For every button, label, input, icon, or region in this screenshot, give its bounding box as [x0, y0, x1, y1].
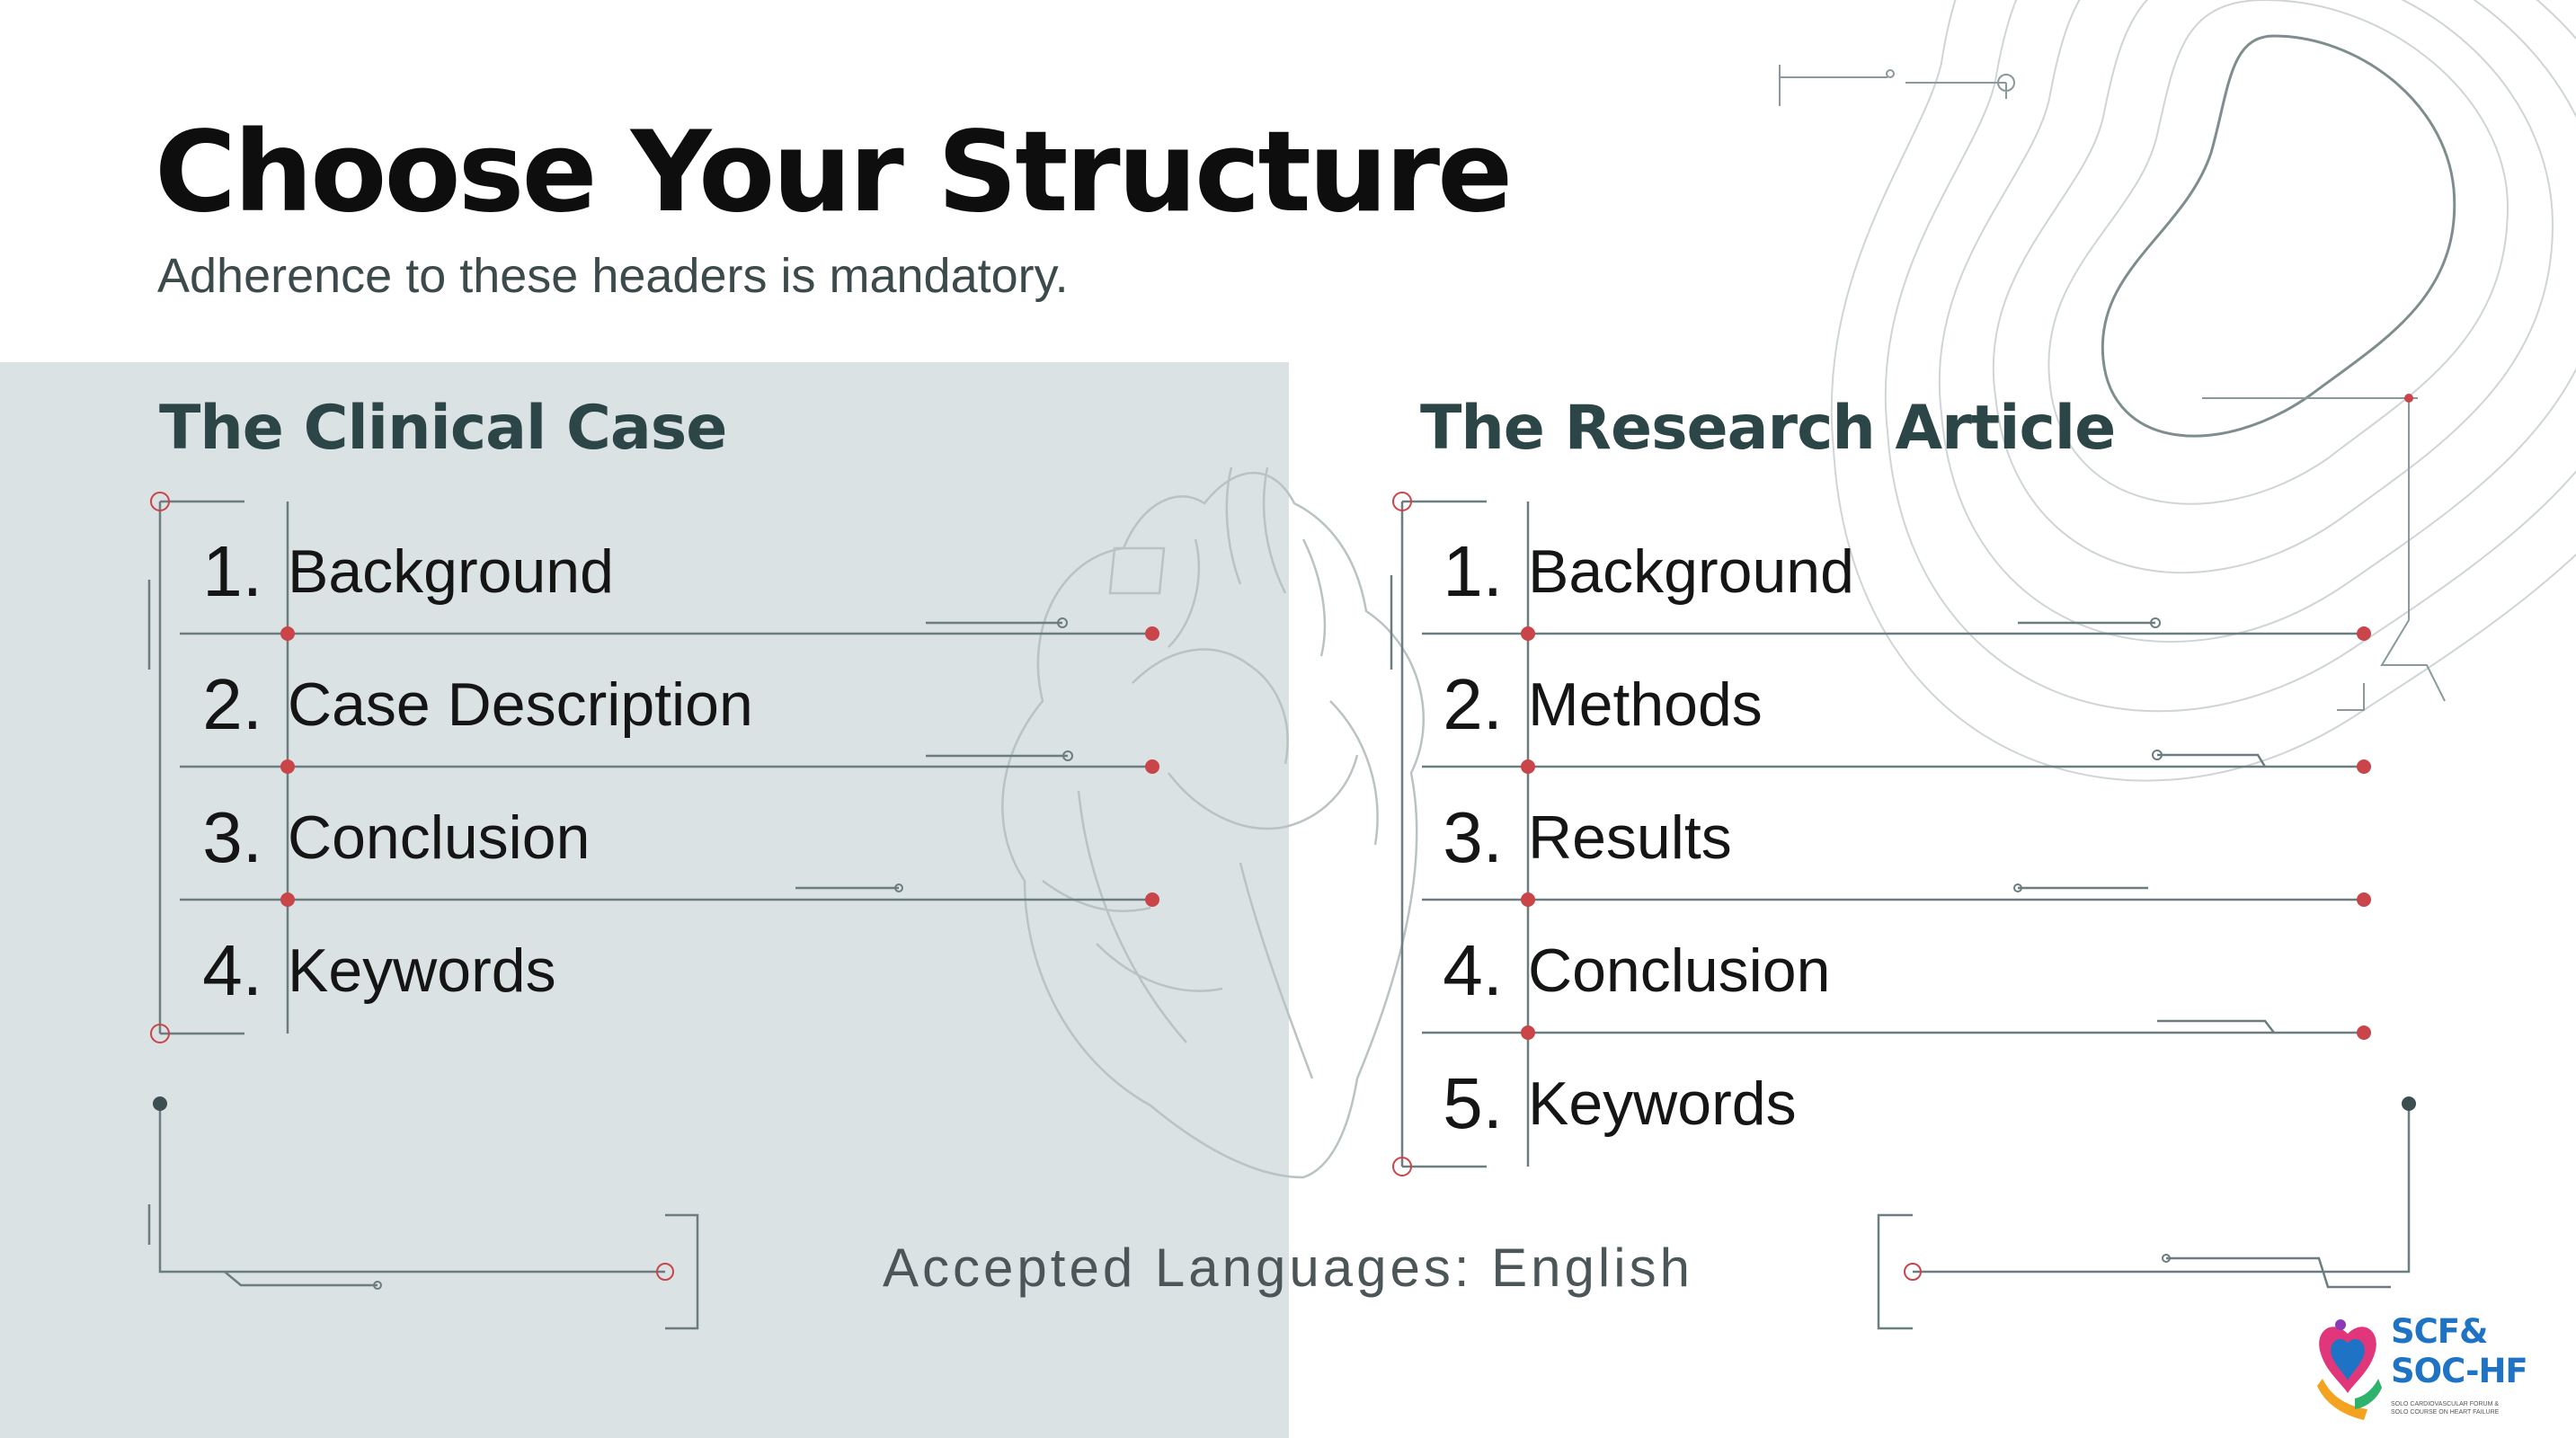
heart-illustration-icon [1001, 466, 1425, 1179]
item-label: Keywords [288, 936, 556, 1005]
item-number: 4. [202, 930, 262, 1010]
logo-line-1: SCF& [2391, 1312, 2488, 1351]
clinical-case-title: The Clinical Case [159, 393, 727, 464]
scf-soc-hf-logo: SCF& SOC-HF SOLO CARDIOVASCULAR FORUM & … [2314, 1312, 2569, 1427]
item-label: Keywords [1528, 1070, 1797, 1138]
item-number: 1. [202, 531, 262, 611]
item-label: Methods [1528, 670, 1763, 739]
item-number: 1. [1443, 531, 1503, 611]
heart-logo-icon [2317, 1319, 2382, 1420]
logo-wordmark: SCF& SOC-HF [2391, 1312, 2528, 1391]
item-label: Background [288, 537, 614, 606]
item-number: 5. [1443, 1063, 1503, 1143]
logo-line-2: SOC-HF [2391, 1352, 2528, 1390]
logo-tagline-2: SOLO COURSE ON HEART FAILURE [2391, 1409, 2500, 1416]
item-number: 3. [202, 797, 262, 877]
item-number: 4. [1443, 930, 1503, 1010]
item-number: 3. [1443, 797, 1503, 877]
item-number: 2. [1443, 664, 1503, 744]
page-title: Choose Your Structure [155, 108, 1513, 237]
item-label: Case Description [288, 670, 753, 739]
item-label: Results [1528, 803, 1732, 872]
research-article-title: The Research Article [1420, 393, 2116, 464]
topographic-lines-icon [1830, 0, 2576, 782]
page-subtitle: Adherence to these headers is mandatory. [157, 249, 1069, 303]
accepted-languages: Accepted Languages: English [883, 1238, 1693, 1298]
logo-tagline-1: SOLO CARDIOVASCULAR FORUM & [2391, 1401, 2500, 1407]
logo-tagline: SOLO CARDIOVASCULAR FORUM & SOLO COURSE … [2391, 1400, 2571, 1416]
item-label: Conclusion [288, 803, 591, 872]
item-number: 2. [202, 664, 262, 744]
item-label: Background [1528, 537, 1854, 606]
item-label: Conclusion [1528, 936, 1831, 1005]
